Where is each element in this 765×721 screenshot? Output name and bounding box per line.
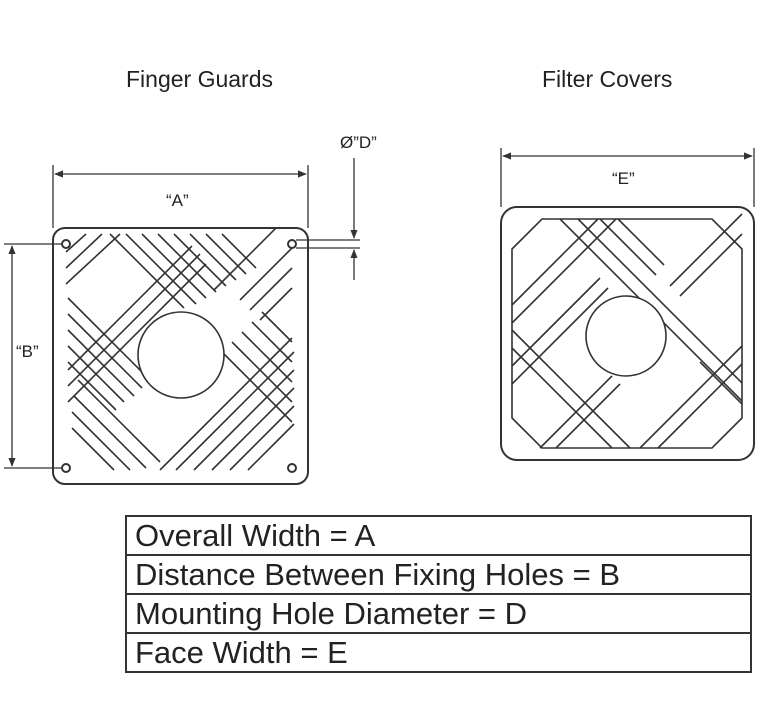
mounting-hole-icon xyxy=(61,239,71,249)
finger-guard-drawing xyxy=(52,227,309,485)
dimension-e xyxy=(500,148,755,207)
dimension-d-label: Ø”D” xyxy=(340,133,377,152)
table-row: Overall Width = A xyxy=(125,515,752,556)
dimension-e-label: “E” xyxy=(612,169,635,188)
filter-cover-grille xyxy=(511,213,743,449)
legend-face-width: Face Width = E xyxy=(125,632,752,673)
filter-cover-frame xyxy=(500,206,755,461)
table-row: Mounting Hole Diameter = D xyxy=(125,593,752,634)
mounting-hole-icon xyxy=(287,463,297,473)
filter-covers-title: Filter Covers xyxy=(542,66,673,92)
table-row: Face Width = E xyxy=(125,632,752,673)
mounting-hole-icon xyxy=(287,239,297,249)
finger-guard-slots xyxy=(65,228,295,471)
finger-guard-frame xyxy=(52,227,309,485)
dimension-b-label: “B” xyxy=(16,342,39,361)
dimension-a-label: “A” xyxy=(166,191,189,210)
dimension-b xyxy=(4,243,62,469)
filter-cover-hub xyxy=(585,295,667,377)
table-row: Distance Between Fixing Holes = B xyxy=(125,554,752,595)
legend-mounting-hole-diameter: Mounting Hole Diameter = D xyxy=(125,593,752,634)
technical-drawing: “A” “B” Ø”D” xyxy=(4,133,755,485)
finger-guard-hub xyxy=(137,311,225,399)
mounting-hole-icon xyxy=(61,463,71,473)
filter-cover-drawing xyxy=(500,206,755,461)
dimension-d xyxy=(296,158,360,280)
dimension-legend-table: Overall Width = A Distance Between Fixin… xyxy=(125,515,752,673)
legend-overall-width: Overall Width = A xyxy=(125,515,752,556)
dimension-a xyxy=(52,165,309,228)
finger-guards-title: Finger Guards xyxy=(126,66,274,92)
legend-fixing-holes-distance: Distance Between Fixing Holes = B xyxy=(125,554,752,595)
